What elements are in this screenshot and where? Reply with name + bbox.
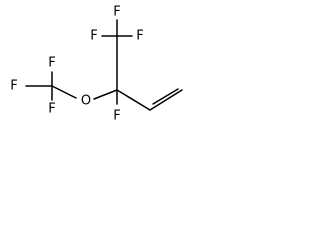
atom-f-cf3-left: F (90, 29, 97, 44)
atom-f-cf3-top: F (113, 5, 120, 20)
atom-f-ocf3-top: F (48, 56, 55, 71)
molecule-structure-diagram: F F F F O F F F (8, 5, 183, 124)
atom-f-quaternary: F (113, 109, 120, 124)
atom-f-ocf3-left: F (10, 79, 17, 94)
bonds-group (25, 19, 183, 111)
atom-f-ocf3-bottom: F (48, 102, 55, 117)
bond-vinyl-double-outer (149, 89, 183, 111)
bond-vinyl-double-inner (152, 88, 179, 105)
bond-cquat-vinyl (116, 89, 151, 111)
atom-o-ether: O (81, 94, 91, 109)
atom-f-cf3-right: F (136, 29, 143, 44)
bond-cquat-o (93, 89, 118, 100)
atom-labels-group: F F F F O F F F (8, 5, 146, 124)
bond-o-cocf3 (51, 85, 77, 99)
